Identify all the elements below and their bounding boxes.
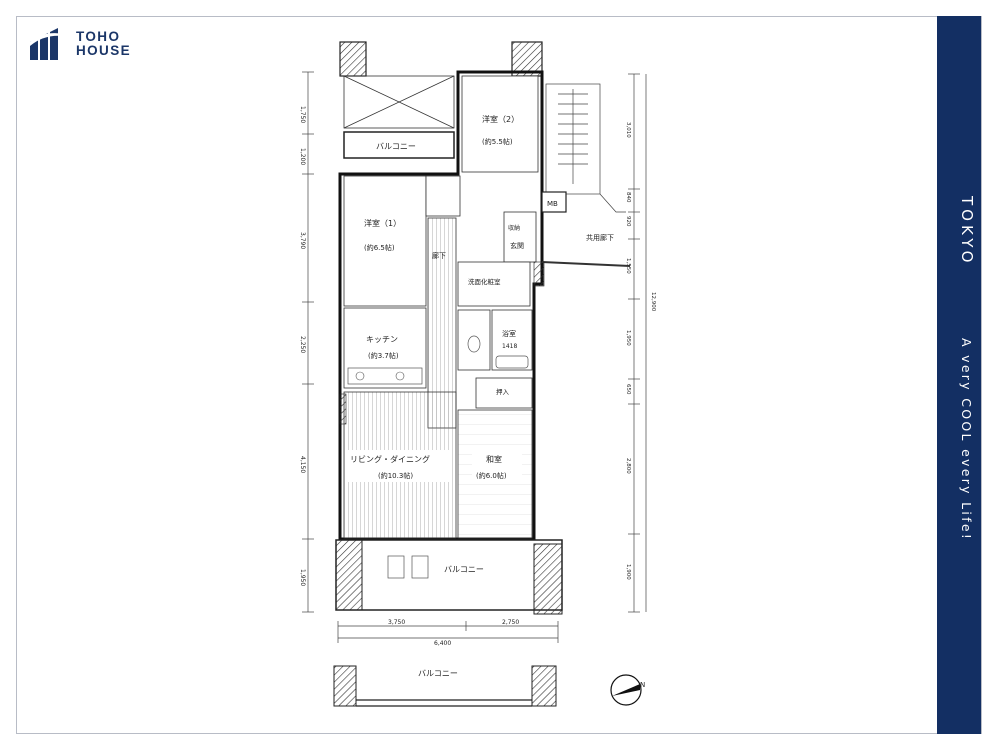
- pillar-top-right: [511, 41, 543, 77]
- room-bath-size: 1418: [502, 343, 517, 350]
- meter-box: [541, 191, 567, 213]
- dim-right-total: 12,900: [650, 292, 656, 312]
- dim-right-6: 650: [625, 384, 631, 395]
- room-kitchen-size: (約3.7帖): [368, 351, 399, 360]
- room-kitchen-label: キッチン: [366, 335, 398, 344]
- room-entrance-label: 玄関: [510, 241, 524, 250]
- dim-left-3: 3,790: [299, 232, 306, 249]
- room-western-1-size: (約6.5帖): [364, 243, 395, 252]
- dim-left-2: 1,200: [299, 148, 306, 165]
- brand-name: TOHO HOUSE: [76, 30, 131, 58]
- brand-logo[interactable]: TOHO HOUSE: [28, 28, 158, 64]
- hallway-label: 廊下: [432, 251, 446, 260]
- separate-balcony-label: バルコニー: [418, 669, 458, 678]
- stove-burner-icon: [355, 371, 365, 381]
- dim-right-5: 1,950: [625, 330, 631, 346]
- meter-box-label: MB: [547, 200, 558, 208]
- room-washroom-label: 洗面化粧室: [468, 277, 501, 286]
- dimension-bottom: [337, 621, 559, 643]
- brand-sidebar: TOKYO A very COOL every Life!: [937, 16, 981, 734]
- sink-icon: [395, 371, 405, 381]
- closet-western-1: [425, 175, 461, 217]
- dim-right-3: 920: [625, 216, 631, 227]
- brand-line2: HOUSE: [76, 43, 132, 58]
- shared-corridor-line: [541, 261, 631, 267]
- dim-bottom-total: 6,400: [434, 640, 451, 647]
- room-living-size: (約10.3帖): [378, 471, 413, 480]
- top-balcony: [343, 131, 455, 159]
- room-entrance: [503, 211, 537, 263]
- room-western-2-label: 洋室（2）: [482, 114, 519, 124]
- dim-left-6: 1,950: [299, 569, 306, 586]
- closet-japanese-room: [475, 377, 533, 409]
- stylized-tower-icon: [28, 28, 64, 60]
- room-japanese-size: (約6.0帖): [476, 471, 507, 480]
- room-western-1: [343, 175, 427, 307]
- floor-plan-drawing: 1,750 1,200 3,790 2,250 4,150 1,950 3,01…: [299, 41, 656, 707]
- dim-right-8: 1,900: [625, 564, 631, 580]
- storage-label: 収納: [508, 224, 520, 232]
- shared-staircase: [545, 83, 626, 213]
- balcony-section-view: [333, 665, 557, 707]
- dim-right-1: 3,010: [625, 122, 631, 138]
- top-balcony-label: バルコニー: [376, 142, 416, 151]
- dim-left-5: 4,150: [299, 456, 306, 473]
- outdoor-unit-2: [411, 555, 429, 579]
- wall-hatch-right: [533, 261, 545, 287]
- room-western-1-label: 洋室（1）: [364, 218, 401, 228]
- shared-corridor-label: 共用廊下: [586, 233, 614, 242]
- room-western-2-size: (約5.5帖): [482, 137, 513, 146]
- dim-right-2: 840: [625, 192, 631, 203]
- brand-line1: TOHO: [76, 29, 121, 44]
- pillar-bottom-left: [335, 539, 363, 611]
- living-label-bg: [348, 450, 452, 482]
- dim-bottom-1: 3,750: [388, 619, 405, 626]
- bottom-balcony: [335, 539, 563, 611]
- room-bath: [491, 309, 533, 371]
- bathtub: [495, 355, 529, 369]
- dim-right-7: 2,800: [625, 458, 631, 474]
- top-balcony-void: [343, 75, 455, 129]
- room-living-label: リビング・ダイニング: [350, 454, 430, 464]
- closet-label: 押入: [496, 387, 510, 396]
- room-japanese-label: 和室: [486, 454, 502, 464]
- room-kitchen: [343, 307, 427, 389]
- sidebar-city: TOKYO: [958, 196, 976, 267]
- dimension-right: [628, 73, 647, 613]
- dim-bottom-2: 2,750: [502, 619, 519, 626]
- kitchen-counter: [347, 367, 423, 385]
- pillar-top-left: [339, 41, 367, 77]
- north-mark: N: [640, 681, 645, 689]
- dim-left-1: 1,750: [299, 106, 306, 123]
- sidebar-slogan: A very COOL every Life!: [959, 338, 974, 542]
- dimension-left: [302, 71, 314, 613]
- outdoor-unit-1: [387, 555, 405, 579]
- wall-hatch-left: [339, 393, 347, 425]
- room-bath-label: 浴室: [502, 329, 516, 338]
- room-western-2: [461, 75, 539, 173]
- dim-left-4: 2,250: [299, 336, 306, 353]
- japanese-label-bg: [472, 448, 522, 484]
- room-washroom: [457, 261, 531, 307]
- floor-plan: 1,750 1,200 3,790 2,250 4,150 1,950 3,01…: [296, 34, 656, 724]
- room-toilet: [457, 309, 491, 371]
- pillar-bottom-right: [533, 543, 563, 615]
- compass-icon: [610, 674, 642, 706]
- bottom-balcony-label: バルコニー: [444, 565, 484, 574]
- toilet-fixture: [467, 335, 481, 353]
